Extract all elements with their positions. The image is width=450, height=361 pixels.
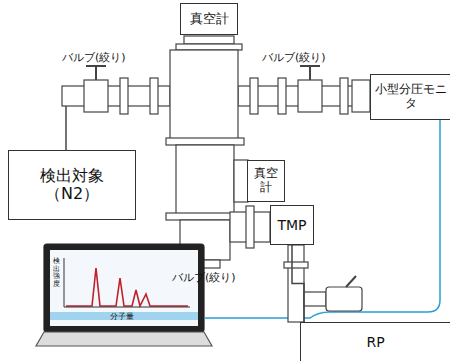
device-box: 検出対象（N2）: [8, 150, 136, 220]
node-text: 小型分圧モニタ: [373, 83, 448, 111]
node-text: 真空計: [190, 12, 229, 27]
node-text: 検出対象: [40, 167, 104, 185]
axis-label: 検出強度: [53, 258, 60, 289]
valve-label: 分子量: [110, 313, 134, 322]
device-box: TMP: [270, 205, 314, 245]
device-box: 真空計: [180, 3, 238, 35]
valve-label: バルブ(絞り): [262, 52, 326, 64]
node-text: TMP: [277, 217, 306, 233]
laptop: [44, 244, 204, 332]
spectrum-peaks: [66, 268, 188, 306]
node-text: （N2）: [45, 185, 99, 203]
device-box: 小型分圧モニタ: [370, 74, 450, 120]
node-text: RP: [366, 334, 384, 350]
pump-box: RP: [300, 322, 450, 361]
pipe-connector: [292, 245, 304, 322]
valve-label: バルブ(絞り): [172, 272, 236, 284]
node-text: 真空計: [250, 167, 282, 195]
signal-cable: [205, 120, 440, 318]
device-box: 真空計: [247, 160, 285, 202]
valve-label: バルブ(絞り): [62, 52, 126, 64]
